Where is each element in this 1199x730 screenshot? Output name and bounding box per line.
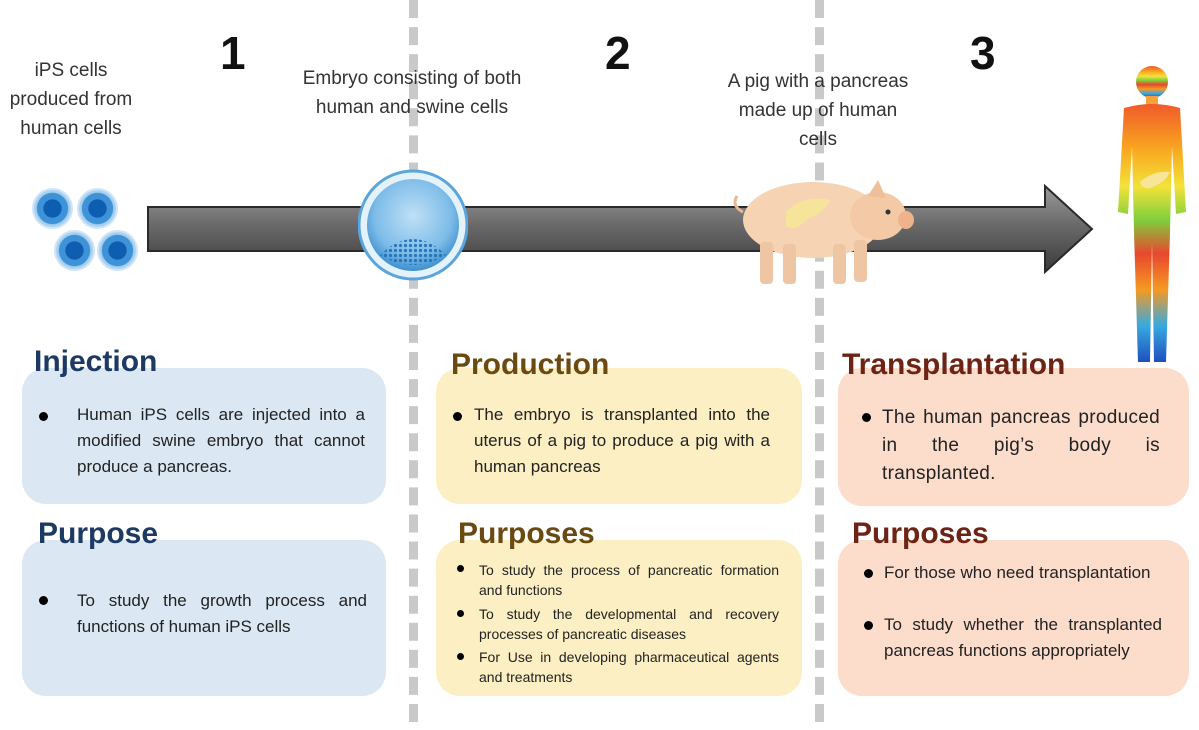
purposes-3-panel xyxy=(838,540,1189,696)
transplantation-bullet-1: The human pancreas produced in the pig’s… xyxy=(882,407,1160,484)
purposes-2-bullet-1: To study the process of pancreatic forma… xyxy=(479,562,779,598)
bullet-dot xyxy=(39,412,48,421)
bullet-dot xyxy=(457,565,464,572)
caption-pig: A pig with a pancreas made up of human c… xyxy=(727,71,909,150)
injection-bullet-1: Human iPS cells are injected into a modi… xyxy=(77,405,365,476)
bullet-dot xyxy=(39,596,48,605)
step-number-2: 2 xyxy=(605,27,631,79)
step-number-3: 3 xyxy=(970,27,996,79)
human-body-icon xyxy=(1118,66,1186,362)
transplantation-panel xyxy=(838,368,1189,506)
bullet-dot xyxy=(453,412,462,421)
embryo-icon xyxy=(358,169,468,281)
production-panel xyxy=(436,368,802,504)
production-bullet-1: The embryo is transplanted into the uter… xyxy=(474,405,770,476)
bullet-dot xyxy=(864,569,873,578)
purposes-2-bullet-2: To study the developmental and recovery … xyxy=(479,606,779,642)
purposes-3-bullet-2: To study whether the transplanted pancre… xyxy=(884,615,1162,660)
bullet-dot xyxy=(457,653,464,660)
purposes-3-bullet-1: For those who need transplantation xyxy=(884,563,1151,582)
bullet-dot xyxy=(457,610,464,617)
purpose-panel xyxy=(22,540,386,696)
purposes-2-title: Purposes xyxy=(458,517,595,550)
step-number-1: 1 xyxy=(220,27,246,79)
purposes-2-bullet-3: For Use in developing pharmaceutical age… xyxy=(479,649,779,685)
caption-embryo: Embryo consisting of both human and swin… xyxy=(302,68,522,118)
bullet-dot xyxy=(862,413,871,422)
purposes-3-title: Purposes xyxy=(852,517,989,550)
production-title: Production xyxy=(451,348,610,381)
injection-panel xyxy=(22,368,386,504)
injection-title: Injection xyxy=(34,345,158,378)
bullet-dot xyxy=(864,621,873,630)
transplantation-title: Transplantation xyxy=(842,348,1066,381)
pig-icon xyxy=(733,180,914,284)
purpose-title: Purpose xyxy=(38,517,159,550)
caption-ips-cells: iPS cells produced from human cells xyxy=(9,60,133,139)
divider-1-2 xyxy=(409,0,418,722)
purposes-2-panel xyxy=(436,540,802,696)
divider-2-3 xyxy=(815,0,824,722)
purpose-bullet-1: To study the growth process and function… xyxy=(77,591,367,636)
